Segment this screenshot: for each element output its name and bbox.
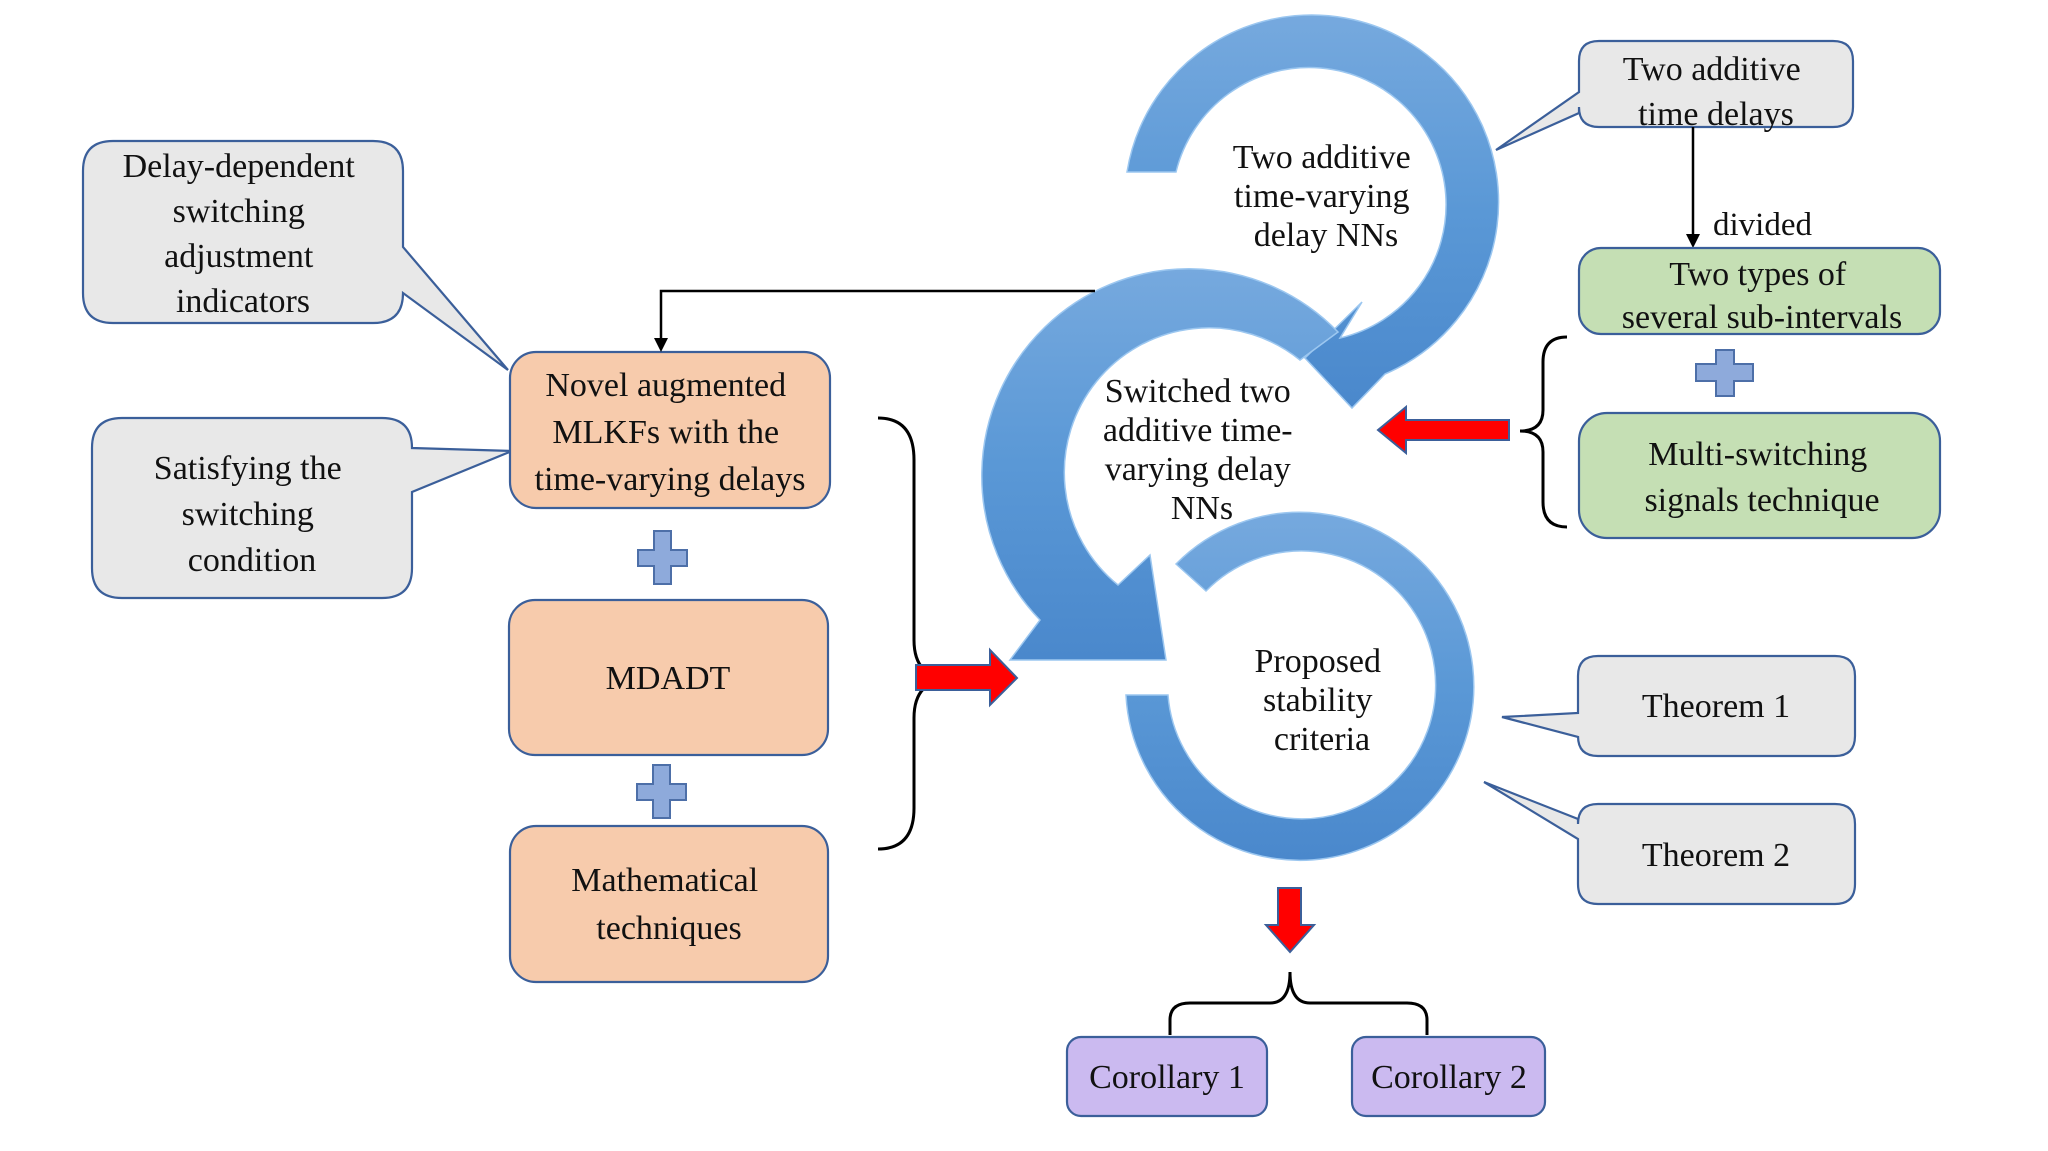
theorem-label: Theorem 1	[1642, 688, 1790, 725]
callout-text: Satisfying the switching condition	[154, 450, 350, 579]
curly-brace-icon	[1519, 335, 1568, 529]
box-shape	[507, 598, 830, 757]
method-box-math: Mathematical techniques	[508, 824, 830, 984]
circular-arrow-icon	[1125, 511, 1475, 862]
plus-icon	[636, 764, 687, 819]
theorem-label: Theorem 2	[1642, 837, 1790, 874]
block-arrow-icon	[915, 647, 1019, 708]
box-shape	[1577, 246, 1942, 336]
callout-theorem-1: Theorem 1	[1501, 654, 1857, 758]
callout-shape	[1501, 654, 1857, 758]
ring-arrow-top	[1126, 14, 1500, 410]
box-shape	[508, 350, 832, 510]
callout-delay-dependent: Delay-dependent switching adjustment ind…	[81, 139, 509, 371]
box-text: Two types of several sub-intervals	[1622, 256, 1902, 336]
block-arrow-icon	[1376, 404, 1510, 456]
callout-shape	[81, 139, 509, 371]
box-shape	[1350, 1035, 1547, 1118]
ring-arrow-bottom	[1125, 511, 1475, 862]
block-arrow-icon	[1263, 887, 1317, 954]
arrowhead-icon	[1686, 234, 1700, 248]
callout-text: Delay-dependent switching adjustment ind…	[123, 148, 364, 320]
box-shape	[508, 824, 830, 984]
plus-icon	[1695, 349, 1754, 397]
circular-arrow-icon	[1126, 14, 1500, 410]
plus-icon	[637, 530, 688, 585]
box-text: Novel augmented MLKFs with the time-vary…	[535, 367, 806, 498]
box-shape	[1065, 1035, 1269, 1118]
corollary-label: Corollary 2	[1371, 1059, 1527, 1096]
callout-theorem-2: Theorem 2	[1483, 780, 1857, 906]
cycle-label-middle: Switched two additive time- varying dela…	[1103, 373, 1301, 527]
box-shape	[1577, 411, 1942, 540]
circular-arrow-icon	[981, 268, 1340, 661]
curly-brace-icon	[1168, 971, 1429, 1035]
box-text: Mathematical techniques	[571, 862, 766, 947]
callout-shape	[1483, 780, 1857, 906]
method-box-mlkfs: Novel augmented MLKFs with the time-vary…	[508, 350, 832, 510]
callout-shape	[90, 416, 513, 600]
callout-text: Two additive time delays	[1623, 51, 1809, 133]
arrowhead-icon	[654, 338, 668, 352]
callout-two-additive-delays: Two additive time delays	[1495, 39, 1855, 152]
corollary-box-1: Corollary 1	[1065, 1035, 1269, 1118]
feedback-connector	[659, 289, 1095, 340]
curly-brace-icon	[877, 416, 953, 851]
box-text: MDADT	[606, 660, 731, 697]
method-box-mdadt: MDADT	[507, 598, 830, 757]
box-text: Multi-switching signals technique	[1644, 436, 1879, 519]
cycle-label-top: Two additive time-varying delay NNs	[1233, 139, 1419, 254]
corollary-label: Corollary 1	[1089, 1059, 1245, 1096]
ring-arrow-middle	[981, 268, 1340, 661]
callout-switching-condition: Satisfying the switching condition	[90, 416, 513, 600]
divided-label: divided	[1713, 207, 1812, 243]
corollary-box-2: Corollary 2	[1350, 1035, 1547, 1118]
callout-shape	[1495, 39, 1855, 152]
technique-box-multi-switching: Multi-switching signals technique	[1577, 411, 1942, 540]
cycle-label-bottom: Proposed stability criteria	[1254, 643, 1389, 758]
technique-box-sub-intervals: Two types of several sub-intervals	[1577, 246, 1942, 336]
